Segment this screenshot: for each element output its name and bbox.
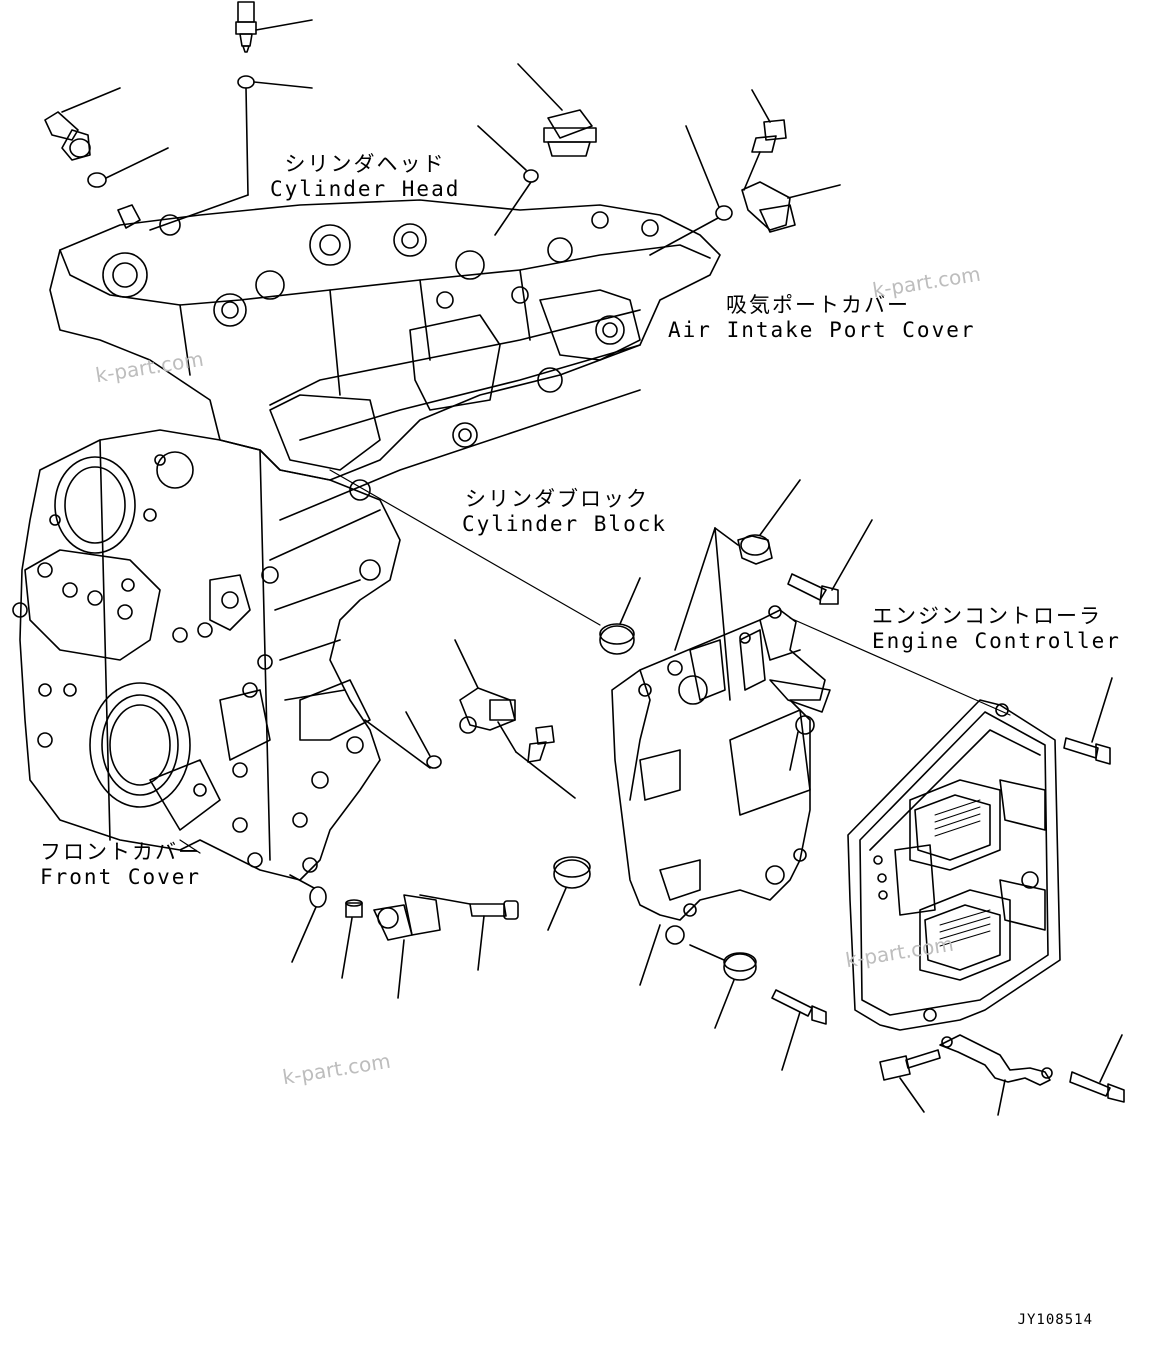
label-engine-controller: エンジンコントローラ Engine Controller	[872, 604, 1121, 654]
o-ring-mid	[364, 711, 442, 769]
ecu-bolt-upper	[1063, 677, 1113, 765]
label-engine-controller-jp: エンジンコントローラ	[872, 604, 1102, 628]
grommet-lower	[639, 924, 757, 1029]
label-front-cover: フロントカバー Front Cover	[40, 840, 202, 890]
label-air-intake-port-cover-jp: 吸気ポートカバー	[726, 293, 910, 317]
label-engine-controller-en: Engine Controller	[872, 629, 1121, 653]
label-cylinder-head: シリンダヘッド Cylinder Head	[270, 152, 460, 202]
coolant-temp-sensor	[235, 1, 313, 53]
spacer-upper	[599, 577, 641, 655]
drawing-code: JY108514	[1017, 1312, 1093, 1328]
pressure-sensor-left	[44, 87, 121, 161]
label-front-cover-en: Front Cover	[40, 865, 202, 889]
label-cylinder-block-en: Cylinder Block	[462, 512, 668, 536]
o-ring-center	[477, 125, 539, 236]
bolt-right-top	[743, 89, 787, 191]
o-ring-bottom	[289, 874, 327, 963]
label-cylinder-head-jp: シリンダヘッド	[284, 152, 446, 176]
pressure-sensor-center	[517, 63, 597, 157]
o-ring-top	[149, 75, 313, 231]
stud-bolt-lower	[771, 989, 827, 1071]
engine-controller-unit	[847, 699, 1061, 1031]
ecu-bracket	[611, 605, 831, 945]
label-cylinder-head-en: Cylinder Head	[270, 177, 461, 201]
mid-bolt	[515, 725, 576, 799]
boost-sensor	[741, 181, 841, 233]
label-cylinder-block-jp: シリンダブロック	[465, 487, 649, 511]
crank-sensor	[454, 639, 517, 753]
ecu-bolt-lower	[1069, 1034, 1125, 1103]
ground-bolt	[879, 1049, 941, 1113]
engine-block-drawing	[12, 199, 721, 881]
label-front-cover-jp: フロントカバー	[40, 840, 201, 864]
ground-strap	[939, 1034, 1053, 1116]
label-air-intake-port-cover: 吸気ポートカバー Air Intake Port Cover	[668, 293, 976, 343]
bolt-upper-right	[787, 519, 873, 605]
cam-sensor	[373, 894, 441, 999]
o-ring-right	[649, 125, 733, 256]
label-air-intake-port-cover-en: Air Intake Port Cover	[668, 318, 976, 342]
spacer-lower	[547, 856, 591, 931]
leader-lines	[179, 469, 1011, 854]
label-cylinder-block: シリンダブロック Cylinder Block	[462, 487, 668, 537]
spacer-bottom	[341, 899, 363, 979]
grommet-upper	[674, 479, 801, 701]
o-ring-left	[87, 147, 169, 229]
bolt-bottom	[419, 894, 519, 971]
